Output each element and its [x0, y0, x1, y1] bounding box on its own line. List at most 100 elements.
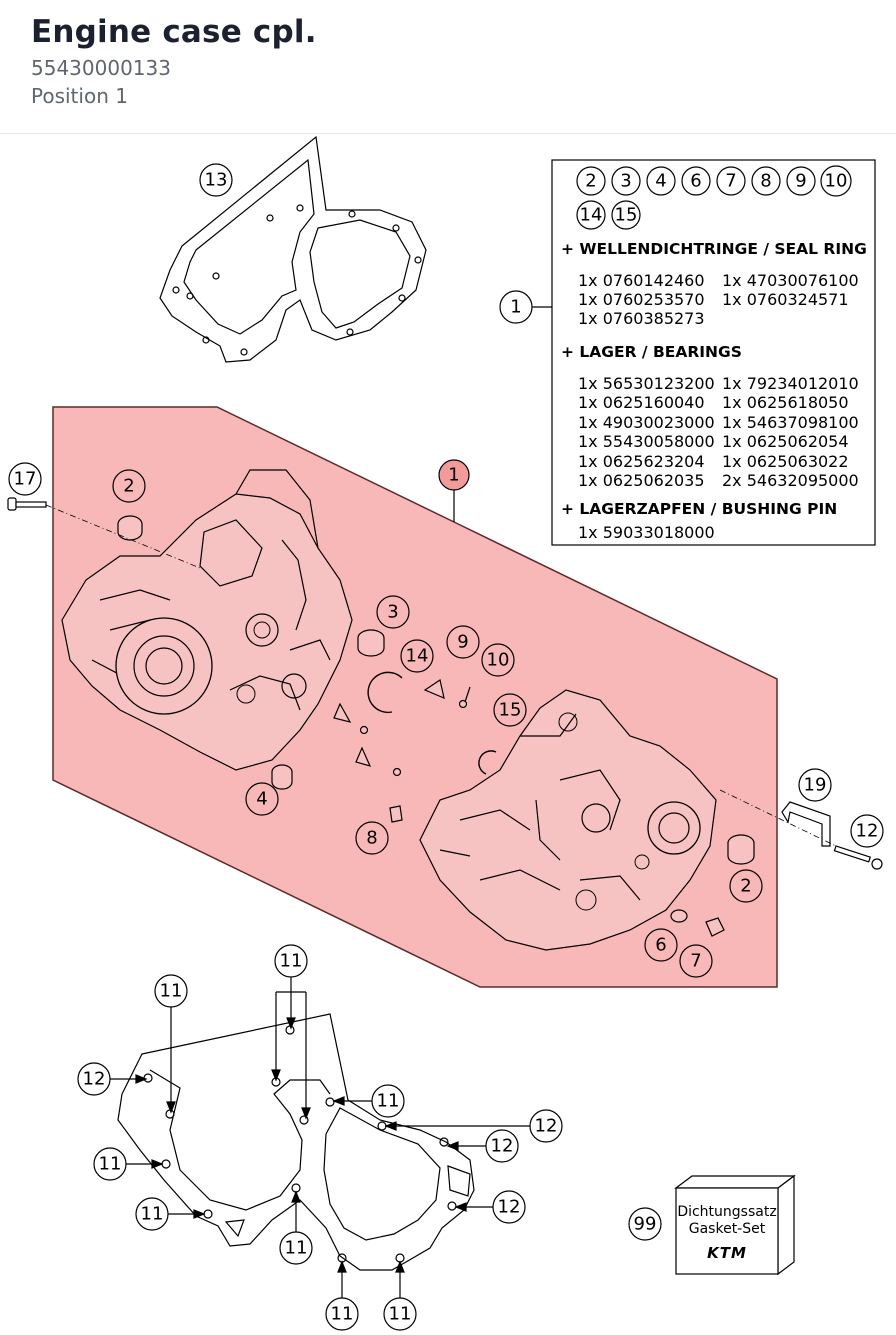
- svg-text:7: 7: [690, 951, 701, 972]
- kit-item-9: 9: [795, 171, 806, 192]
- svg-text:8: 8: [366, 828, 377, 849]
- kit-item-2: 2: [585, 171, 596, 192]
- kit-item-circles: 2 3 4 6 7 8 9 10 14 15: [576, 165, 852, 230]
- callout-9[interactable]: 9: [446, 625, 480, 659]
- seal-kit-info-box: [551, 159, 876, 546]
- o-ring-6[interactable]: [670, 909, 688, 923]
- callout-12-right[interactable]: 12: [850, 814, 884, 848]
- right-case-bore: [581, 803, 611, 833]
- callout-2-top[interactable]: 2: [112, 469, 146, 503]
- callout-7[interactable]: 7: [679, 944, 713, 978]
- bolt-12-right[interactable]: [833, 845, 883, 870]
- left-case-main-bearing-inner: [145, 647, 183, 685]
- bearing-4-body: [271, 772, 293, 790]
- part-entry: 1x 0625063022: [722, 452, 849, 471]
- part-entry: 1x 55430058000: [578, 432, 715, 451]
- part-entry: 1x 47030076100: [722, 271, 859, 290]
- callout-1-box[interactable]: 1: [499, 290, 533, 324]
- kit-item-6: 6: [690, 171, 701, 192]
- part-entry: 2x 54632095000: [722, 471, 859, 490]
- svg-text:11: 11: [389, 1304, 412, 1325]
- position-label: Position 1: [31, 84, 128, 108]
- callout-6[interactable]: 6: [644, 928, 678, 962]
- kit-item-14: 14: [580, 205, 603, 226]
- left-case-main-bearing: [133, 635, 195, 697]
- callout-15[interactable]: 15: [493, 693, 527, 727]
- left-case-small-bore: [236, 684, 256, 704]
- callout-19[interactable]: 19: [798, 768, 832, 802]
- kit-item-7: 7: [725, 171, 736, 192]
- left-case-seal: [281, 673, 307, 699]
- gasket-leader-lines: [110, 976, 530, 1298]
- callout-11[interactable]: 11: [93, 1147, 127, 1181]
- svg-text:12: 12: [856, 821, 879, 842]
- lock-plate-left-2[interactable]: [355, 746, 372, 767]
- svg-text:3: 3: [387, 602, 398, 623]
- callout-11[interactable]: 11: [274, 944, 308, 978]
- svg-text:1: 1: [510, 297, 521, 318]
- part-entry: 1x 56530123200: [578, 374, 715, 393]
- part-entry: 1x 54637098100: [722, 413, 859, 432]
- callout-13[interactable]: 13: [199, 163, 233, 197]
- svg-text:11: 11: [160, 981, 183, 1002]
- svg-text:11: 11: [141, 1204, 164, 1225]
- part-number: 55430000133: [31, 56, 171, 80]
- callout-17[interactable]: 17: [8, 462, 42, 496]
- callout-12[interactable]: 12: [77, 1062, 111, 1096]
- callout-10[interactable]: 10: [481, 643, 515, 677]
- svg-text:99: 99: [634, 1214, 657, 1235]
- kit-item-3: 3: [620, 171, 631, 192]
- gasket-set-box[interactable]: [674, 1174, 796, 1276]
- callout-11[interactable]: 11: [135, 1197, 169, 1231]
- screw-left-2: [392, 767, 402, 777]
- right-case-lower-bore: [575, 889, 597, 911]
- svg-text:11: 11: [331, 1304, 354, 1325]
- right-case-bearing: [647, 801, 701, 855]
- retaining-ring-15[interactable]: [478, 750, 497, 775]
- callout-11[interactable]: 11: [154, 974, 188, 1008]
- callout-12[interactable]: 12: [492, 1190, 526, 1224]
- bolt-17-axis: [45, 504, 201, 569]
- part-entry: 1x 0625160040: [578, 393, 705, 412]
- lock-plate-left[interactable]: [333, 702, 352, 723]
- callout-8[interactable]: 8: [355, 821, 389, 855]
- svg-text:17: 17: [14, 469, 37, 490]
- callout-14[interactable]: 14: [400, 639, 434, 673]
- svg-text:11: 11: [99, 1154, 122, 1175]
- callout-11[interactable]: 11: [325, 1297, 359, 1331]
- screw-10[interactable]: [458, 699, 468, 709]
- callout-12[interactable]: 12: [529, 1109, 563, 1143]
- callout-11[interactable]: 11: [383, 1297, 417, 1331]
- svg-text:19: 19: [804, 775, 827, 796]
- callout-1-highlight[interactable]: 1: [438, 459, 470, 491]
- top-gasket-13[interactable]: [159, 135, 427, 363]
- plug-7[interactable]: [705, 917, 725, 937]
- callout-3[interactable]: 3: [376, 595, 410, 629]
- right-case-dowel-bore: [634, 854, 650, 870]
- lock-plate-9[interactable]: [423, 679, 445, 700]
- part-entry: 1x 59033018000: [578, 523, 715, 542]
- callout-leader-lines: [453, 306, 552, 703]
- callout-11[interactable]: 11: [279, 1231, 313, 1265]
- seal-ring-2-top-body: [117, 524, 143, 541]
- kit-item-15: 15: [615, 205, 638, 226]
- svg-text:10: 10: [487, 650, 510, 671]
- retaining-ring-14[interactable]: [367, 671, 403, 714]
- kit-item-10: 10: [825, 171, 848, 192]
- section-heading-bushing-pin: + LAGERZAPFEN / BUSHING PIN: [561, 500, 837, 518]
- bracket-19[interactable]: [781, 801, 831, 847]
- svg-text:11: 11: [280, 951, 303, 972]
- bolt-17[interactable]: [7, 497, 47, 511]
- callout-99[interactable]: 99: [628, 1207, 662, 1241]
- ktm-logo: KTM: [707, 1244, 747, 1262]
- pin-8[interactable]: [389, 805, 403, 823]
- right-crankcase-half[interactable]: [419, 689, 717, 951]
- bearing-3-body: [357, 638, 385, 657]
- callout-4[interactable]: 4: [245, 782, 279, 816]
- seal-ring-2-right-body: [727, 843, 755, 865]
- callout-11[interactable]: 11: [371, 1084, 405, 1118]
- bolt-12-axis: [719, 789, 837, 847]
- callout-12[interactable]: 12: [485, 1129, 519, 1163]
- callout-2-right[interactable]: 2: [729, 869, 763, 903]
